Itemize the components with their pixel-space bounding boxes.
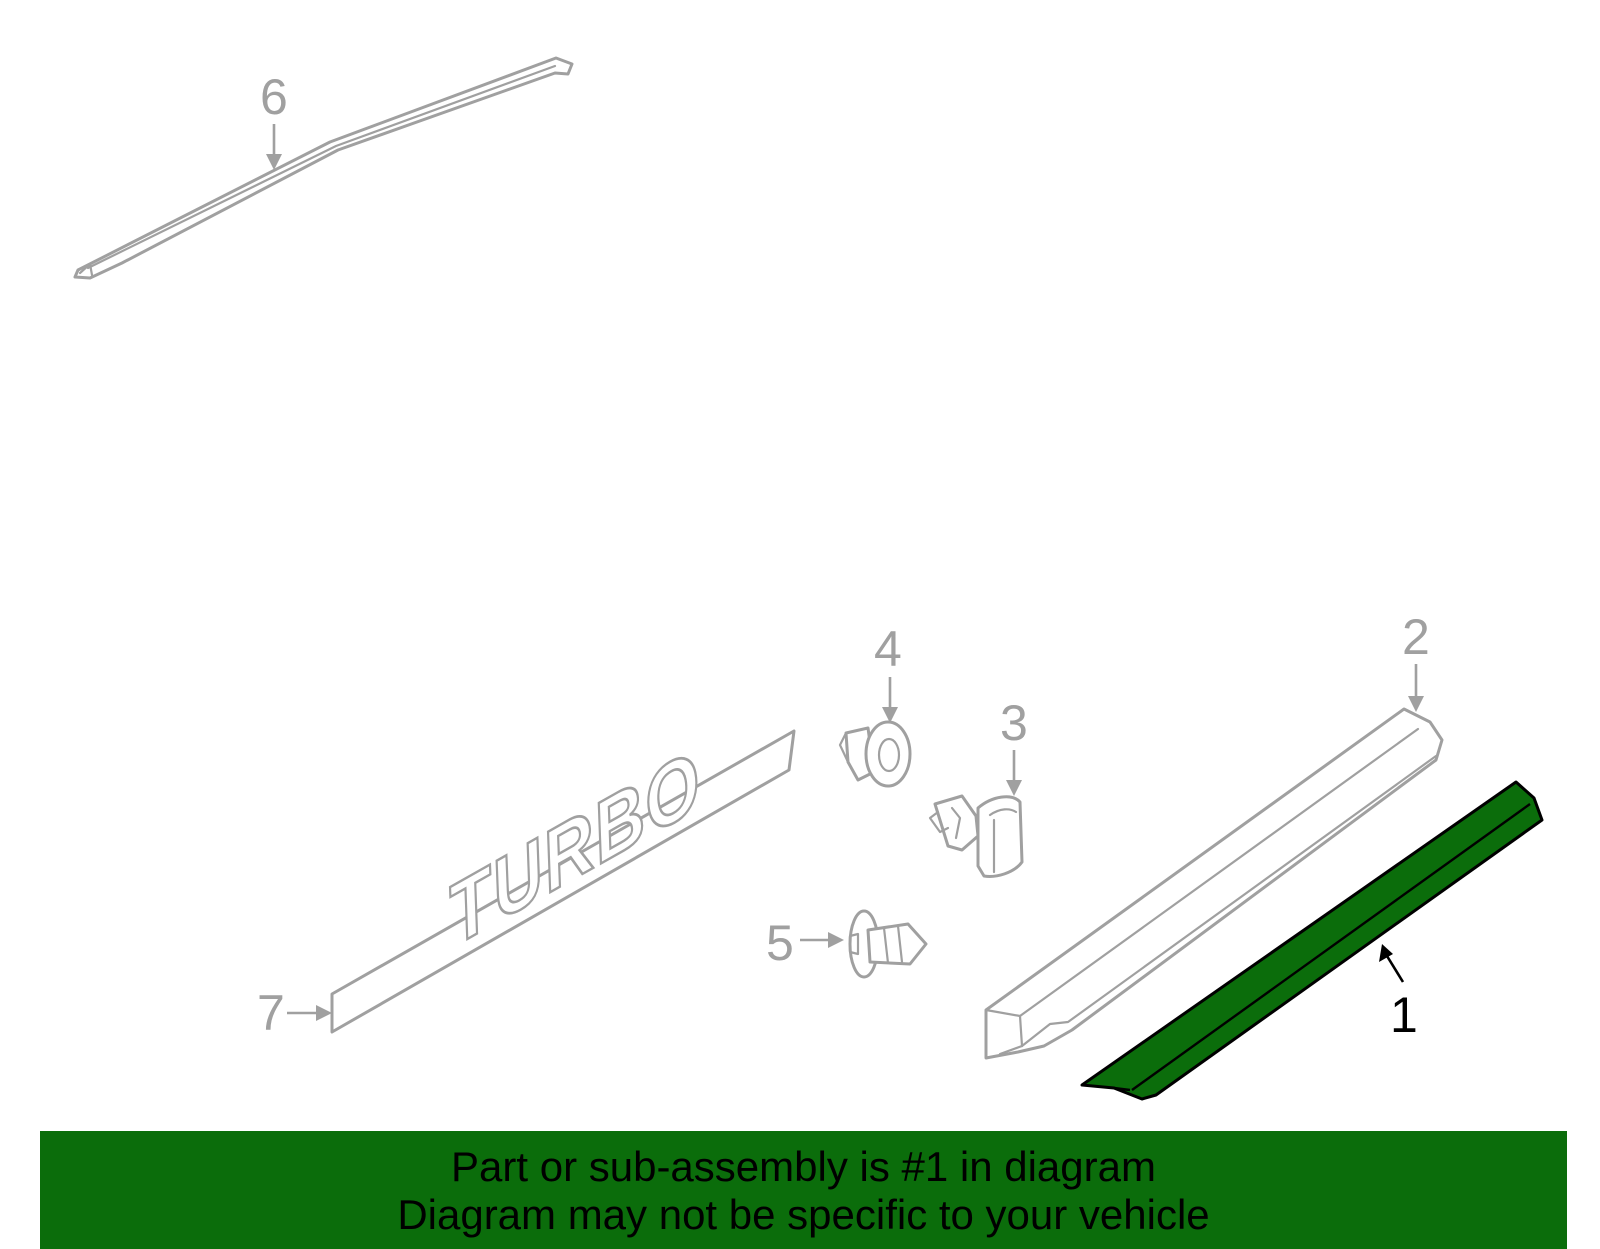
banner-line-2: Diagram may not be specific to your vehi… (397, 1191, 1210, 1238)
part-2-body-molding[interactable] (984, 707, 1444, 1060)
part-5-push-clip[interactable] (848, 909, 928, 979)
callout-6-arrow (266, 124, 282, 170)
callout-3-label[interactable]: 3 (1000, 695, 1028, 751)
callout-4-arrow (882, 677, 898, 723)
callout-4-label[interactable]: 4 (874, 621, 902, 677)
part-1-molding-highlighted[interactable] (1080, 780, 1544, 1101)
callout-5-label[interactable]: 5 (766, 915, 794, 971)
part-7-turbo-emblem[interactable]: TURBO (330, 729, 796, 1034)
part-6-roof-molding[interactable] (73, 56, 574, 280)
callout-7-label[interactable]: 7 (257, 985, 285, 1041)
callout-2-label[interactable]: 2 (1402, 609, 1430, 665)
callout-6-label[interactable]: 6 (260, 69, 288, 125)
callout-1-label[interactable]: 1 (1390, 987, 1418, 1043)
callout-7-arrow (287, 1005, 332, 1021)
callout-5-arrow (800, 932, 844, 948)
part-4-clip[interactable] (838, 720, 912, 788)
callout-1-arrow (1379, 944, 1405, 983)
callout-3-arrow (1006, 750, 1022, 796)
callout-2-arrow (1408, 664, 1424, 712)
part-3-retainer[interactable] (928, 794, 1024, 878)
info-banner: Part or sub-assembly is #1 in diagram Di… (40, 1131, 1567, 1249)
emblem-turbo-text: TURBO (440, 732, 708, 963)
banner-line-1: Part or sub-assembly is #1 in diagram (451, 1143, 1156, 1190)
